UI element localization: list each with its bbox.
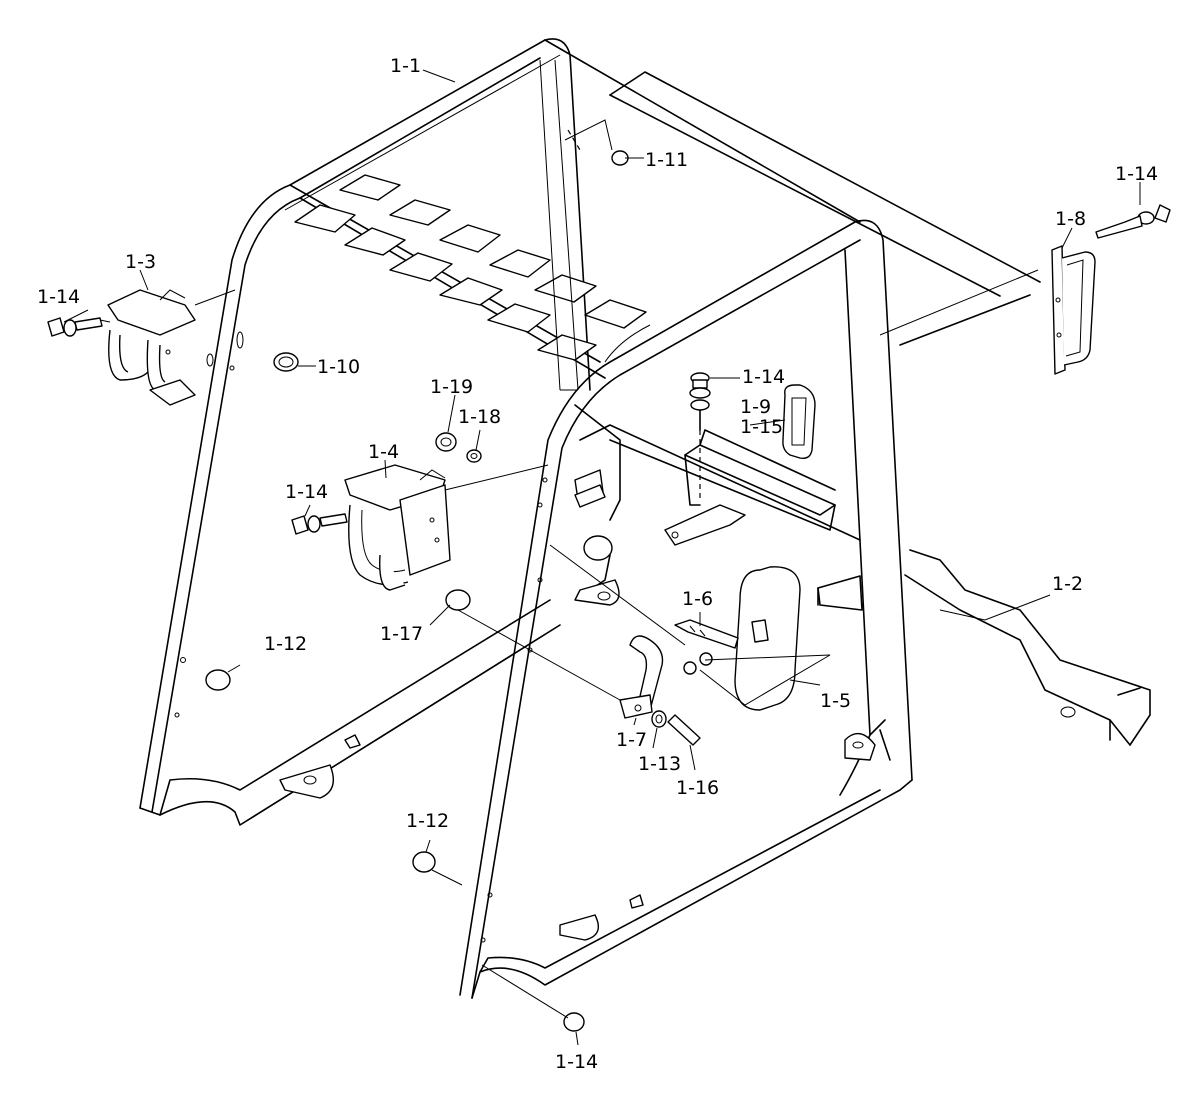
label-1-8: 1-8 (1055, 208, 1086, 230)
label-1-17: 1-17 (380, 623, 423, 645)
part-1-8-grab-handle (1051, 245, 1096, 375)
part-1-4-handle-bracket (344, 464, 451, 591)
fastener-1-17 (445, 589, 471, 611)
label-1-14-top-plate: 1-14 (742, 366, 785, 388)
label-1-14-right: 1-14 (1115, 163, 1158, 185)
part-1-13-washer (651, 710, 667, 728)
cab-frame (139, 38, 913, 999)
label-1-1: 1-1 (390, 55, 421, 77)
label-1-2: 1-2 (1052, 573, 1083, 595)
part-1-15-rubber-pad (782, 384, 816, 460)
bolt-1-14-right (1095, 204, 1171, 239)
label-1-10: 1-10 (317, 356, 360, 378)
bolt-1-14-left (47, 317, 103, 337)
label-1-12-lower: 1-12 (406, 810, 449, 832)
label-1-14-center: 1-14 (285, 481, 328, 503)
label-1-15: 1-15 (740, 416, 783, 438)
part-1-9-bolt (689, 372, 711, 500)
label-1-7: 1-7 (616, 729, 647, 751)
part-labels: 1-1 1-11 1-14 1-8 1-3 1-14 1-10 1-14 1-1… (37, 55, 1158, 1073)
part-1-7-u-handle (619, 635, 664, 719)
part-1-6-bolt (674, 619, 739, 675)
label-1-9: 1-9 (740, 396, 771, 418)
part-1-3-handle-bracket (107, 289, 196, 406)
base-crossmember (609, 71, 1151, 746)
fastener-1-19 (435, 432, 457, 452)
label-1-19: 1-19 (430, 376, 473, 398)
label-1-5: 1-5 (820, 690, 851, 712)
label-1-6: 1-6 (682, 588, 713, 610)
label-1-12-upper: 1-12 (264, 633, 307, 655)
label-1-18: 1-18 (458, 406, 501, 428)
label-1-14-left: 1-14 (37, 286, 80, 308)
plug-1-12-upper (205, 669, 231, 691)
label-1-3: 1-3 (125, 251, 156, 273)
fastener-1-18 (466, 449, 482, 463)
plug-1-14-bottom (563, 1012, 585, 1032)
leader-lines (63, 69, 1141, 1046)
label-1-16: 1-16 (676, 777, 719, 799)
part-1-5-step-plate (734, 566, 801, 711)
part-1-16-bolt (667, 714, 701, 746)
label-1-13: 1-13 (638, 753, 681, 775)
fastener-1-10 (273, 352, 299, 372)
bolt-1-14-center (291, 513, 348, 535)
label-1-11: 1-11 (645, 149, 688, 171)
label-1-4: 1-4 (368, 441, 399, 463)
label-1-14-bottom: 1-14 (555, 1051, 598, 1073)
plug-1-12-lower (412, 851, 436, 873)
